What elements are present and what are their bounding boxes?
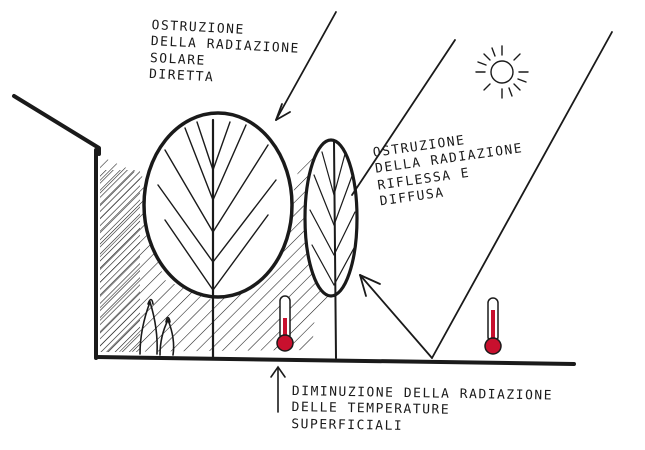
large-tree	[142, 111, 294, 360]
sun-rays	[275, 11, 613, 359]
thermometer-icon	[484, 297, 502, 355]
label-surface-temperature-reduction: DIMINUZIONE DELLA RADIAZIONE DELLE TEMPE…	[291, 384, 553, 437]
sun-icon	[475, 45, 529, 99]
label-direct-radiation-obstruction: OSTRUZIONE DELLA RADIAZIONE SOLARE DIRET…	[149, 18, 301, 91]
ground-line	[94, 355, 576, 366]
thermometer-icon	[276, 295, 294, 352]
shaded-wall-area	[100, 145, 331, 352]
building	[12, 94, 101, 360]
small-figures	[139, 298, 175, 356]
dense-hatch-strip	[100, 170, 140, 352]
small-tree	[303, 138, 359, 359]
up-arrow	[270, 365, 286, 413]
